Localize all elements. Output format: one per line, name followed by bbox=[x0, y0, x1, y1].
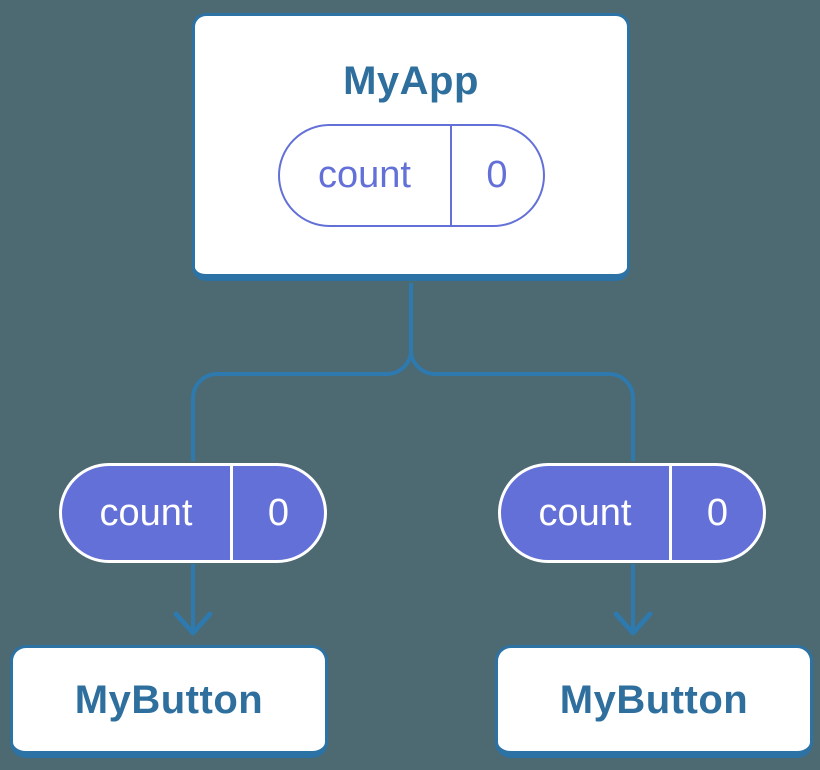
state-label: count bbox=[99, 491, 193, 534]
state-label: count bbox=[318, 154, 411, 196]
mybutton-card-left: MyButton bbox=[10, 645, 328, 758]
mybutton-title: MyButton bbox=[559, 677, 749, 722]
mybutton-card-right: MyButton bbox=[495, 645, 813, 758]
state-label: count bbox=[538, 491, 632, 534]
state-value: 0 bbox=[706, 491, 729, 534]
pill-divider bbox=[230, 466, 233, 560]
myapp-state-pill: count 0 bbox=[277, 124, 545, 227]
pill-divider bbox=[449, 126, 452, 225]
left-prop-state-pill: count 0 bbox=[59, 463, 327, 563]
myapp-card: MyApp count 0 bbox=[192, 13, 630, 281]
pill-divider bbox=[669, 466, 672, 560]
connector-branch-right bbox=[409, 349, 635, 461]
mybutton-title: MyButton bbox=[74, 677, 264, 722]
arrow-right-head-icon bbox=[613, 611, 653, 636]
myapp-title: MyApp bbox=[343, 59, 479, 103]
state-value: 0 bbox=[486, 154, 508, 196]
connector-branch-left bbox=[191, 349, 413, 461]
arrow-left-head-icon bbox=[173, 611, 213, 636]
right-prop-state-pill: count 0 bbox=[498, 463, 766, 563]
state-value: 0 bbox=[267, 491, 290, 534]
